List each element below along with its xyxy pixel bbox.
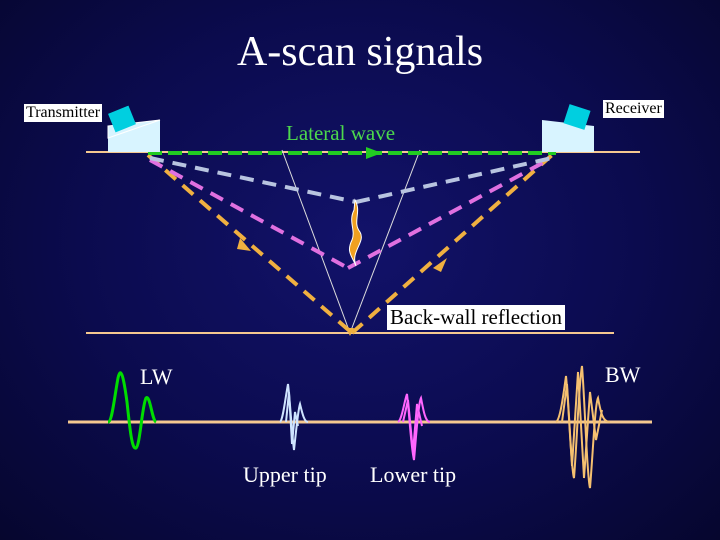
signal-bw <box>555 365 611 489</box>
signal-upper-tip <box>279 383 309 451</box>
receiver-label: Receiver <box>603 100 664 118</box>
back-wall-path <box>146 153 554 336</box>
upper-tip-path <box>149 156 553 204</box>
lower-tip-label: Lower tip <box>370 462 457 487</box>
beam-line-right <box>349 149 421 334</box>
upper-tip-label: Upper tip <box>243 462 327 487</box>
signal-lower-tip <box>397 393 431 461</box>
signal-lw <box>107 371 158 450</box>
lw-label: LW <box>140 364 173 389</box>
page-title: A-scan signals <box>236 29 484 75</box>
receiver-probe-icon <box>542 104 594 152</box>
beam-line-left <box>281 149 351 334</box>
lateral-wave-path <box>148 147 556 159</box>
bw-label: BW <box>605 362 641 387</box>
lower-tip-path <box>149 158 549 270</box>
transmitter-label: Transmitter <box>24 104 103 122</box>
crack-defect-icon <box>349 198 362 267</box>
lateral-wave-label: Lateral wave <box>286 121 396 145</box>
transmitter-probe-icon <box>107 105 161 152</box>
back-wall-reflection-label: Back-wall reflection <box>387 305 565 330</box>
